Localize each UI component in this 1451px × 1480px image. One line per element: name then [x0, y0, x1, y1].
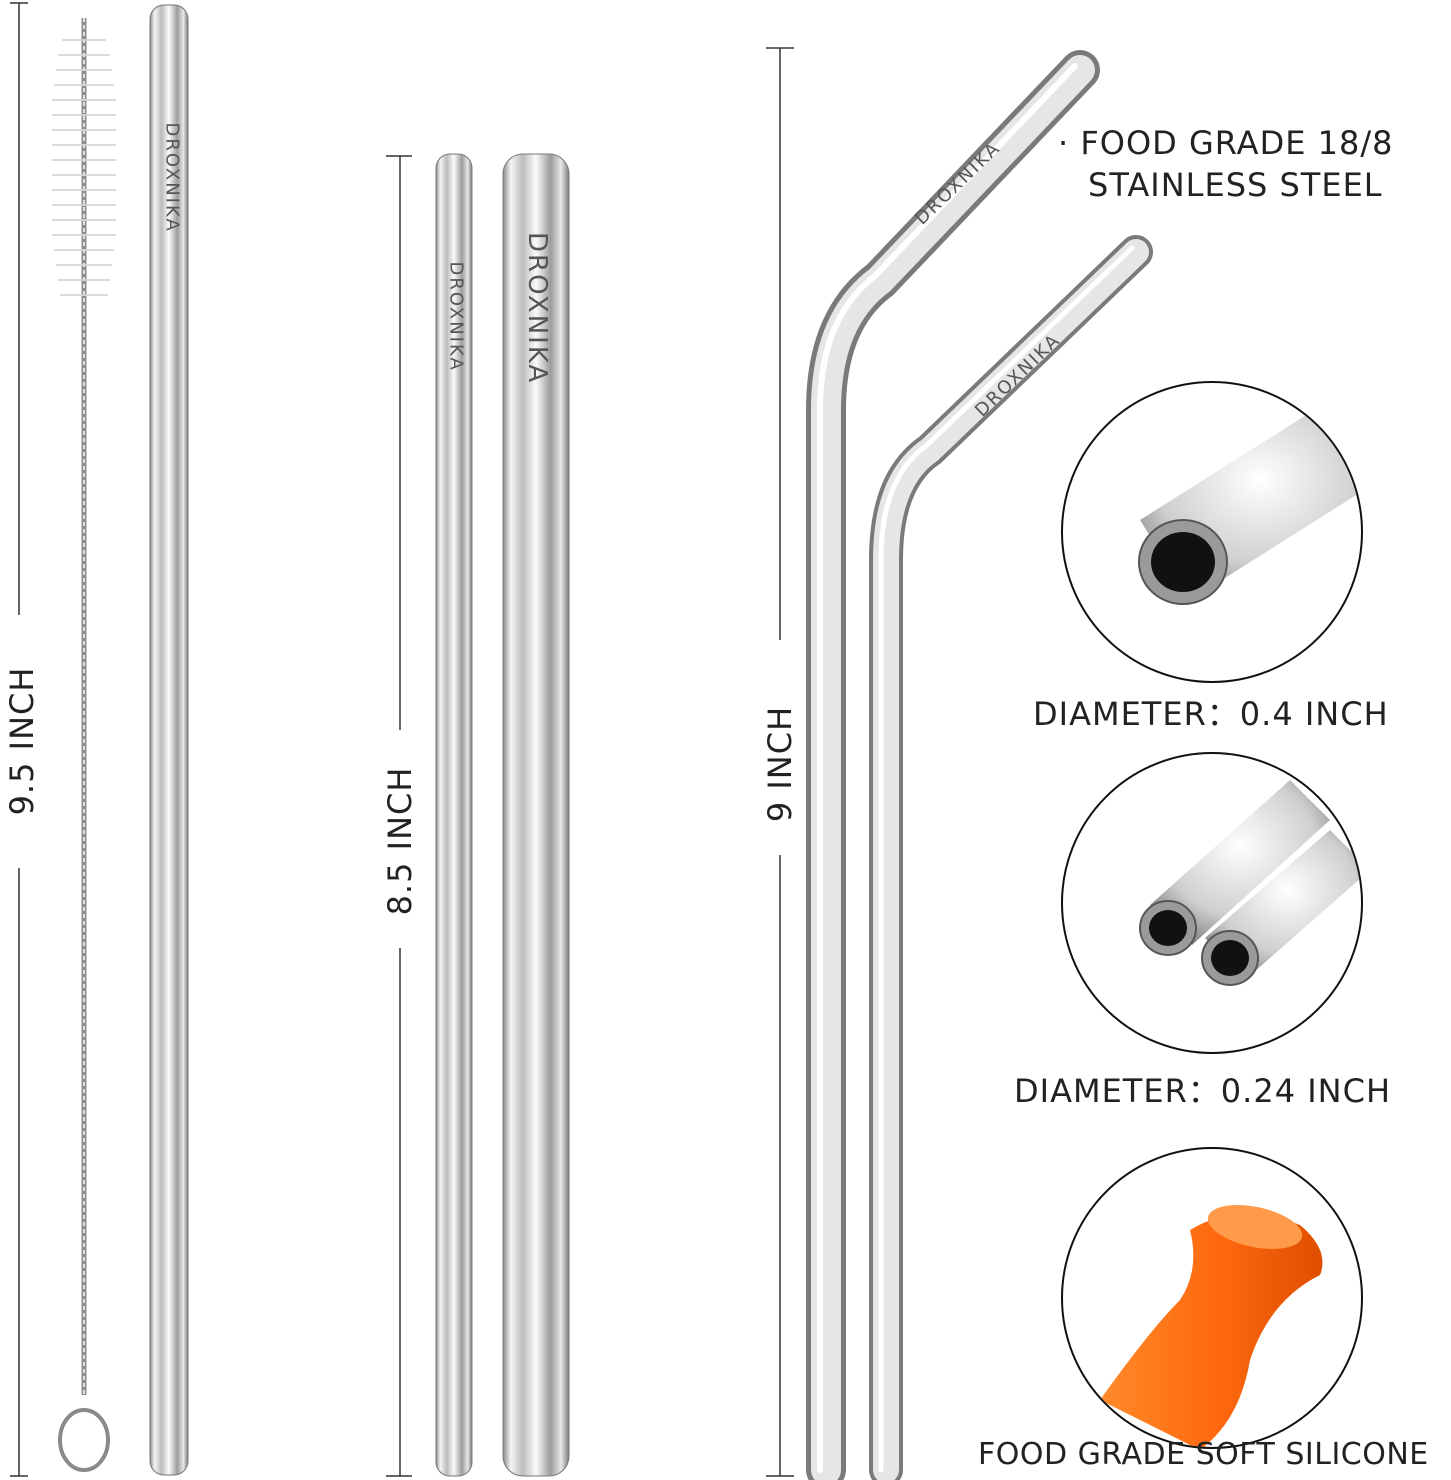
feature-steel-line2: STAINLESS STEEL [1088, 166, 1383, 204]
brand-engraving-wide: DROXNIKA [522, 232, 552, 385]
bent-straw-back [869, 235, 1153, 1480]
straight-straw-long [149, 4, 189, 1476]
dimension-line-9 [766, 47, 794, 1477]
straight-straw-wide [502, 153, 570, 1477]
length-label-9: 9 INCH [761, 705, 799, 823]
length-label-8-5: 8.5 INCH [381, 766, 419, 916]
bent-straw-front [806, 50, 1100, 1480]
diameter-wide-label: DIAMETER：0.4 INCH [1033, 695, 1389, 733]
brand-engraving-long: DROXNIKA [161, 122, 183, 233]
wide-diameter-detail [1061, 381, 1363, 683]
dimension-line-9-5 [10, 2, 28, 1477]
dimension-line-8-5 [386, 155, 412, 1477]
feature-steel-line1: · FOOD GRADE 18/8 [1058, 124, 1394, 162]
cleaning-brush [52, 18, 116, 1472]
narrow-diameter-detail [1061, 752, 1363, 1054]
silicone-tip-detail [1061, 1147, 1363, 1449]
length-label-9-5: 9.5 INCH [3, 666, 41, 816]
silicone-label: FOOD GRADE SOFT SILICONE [978, 1437, 1429, 1472]
straight-straw-thin [435, 153, 473, 1477]
diameter-narrow-label: DIAMETER：0.24 INCH [1014, 1072, 1392, 1110]
brand-engraving-thin: DROXNIKA [445, 261, 467, 372]
